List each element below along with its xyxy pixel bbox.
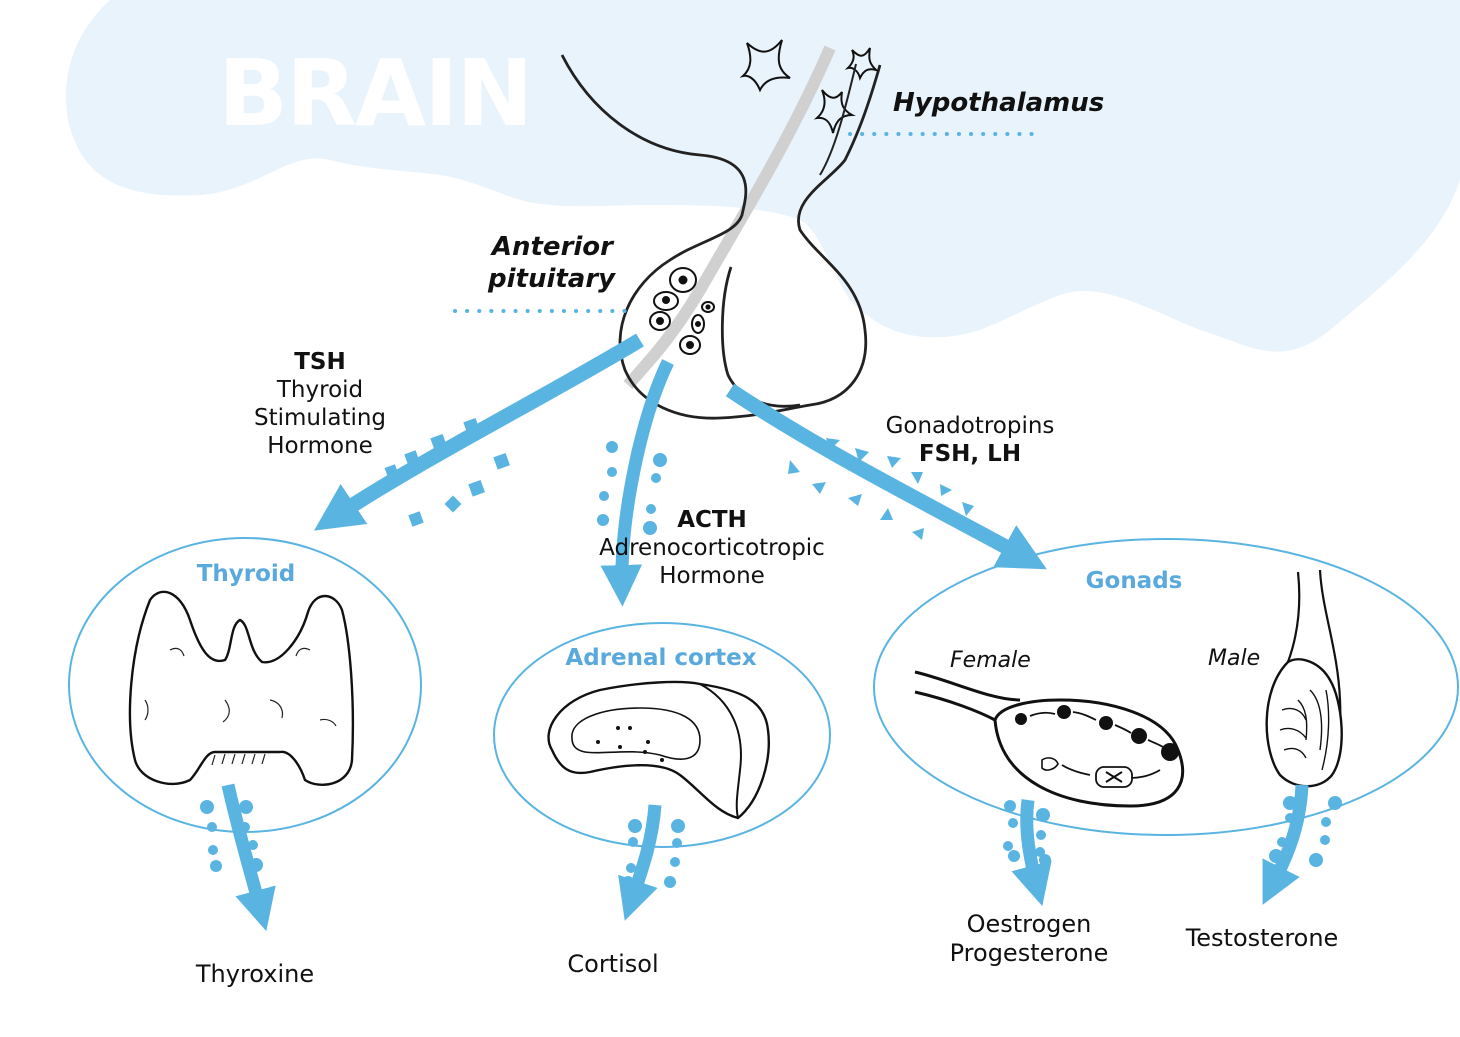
adrenal-gland-outline xyxy=(493,622,831,848)
gonads-outline xyxy=(873,538,1459,836)
cortisol-label: Cortisol xyxy=(567,950,659,978)
ovary-illustration xyxy=(993,698,1185,808)
output-particles xyxy=(200,796,1342,888)
anterior-pituitary-label-line1: Anterior xyxy=(491,232,613,262)
female-hormones-label: Oestrogen Progesterone xyxy=(950,910,1109,969)
acth-abbr: ACTH xyxy=(677,507,747,533)
testis-illustration xyxy=(1265,658,1343,788)
thyroxine-arrow xyxy=(221,783,276,932)
tsh-arrow xyxy=(314,333,644,531)
thyroid-title: Thyroid xyxy=(196,561,296,587)
progesterone-label: Progesterone xyxy=(949,939,1109,968)
tsh-line1: Thyroid xyxy=(276,377,364,404)
cortisol-arrow xyxy=(618,804,662,921)
thyroid-illustration xyxy=(128,590,355,787)
thyroid-texture xyxy=(144,647,337,766)
corpus-albicans xyxy=(1041,757,1059,771)
testosterone-arrow xyxy=(1262,784,1309,905)
ovary-cycle-arrows xyxy=(1029,711,1164,779)
corpus-luteum-mark xyxy=(1105,771,1123,783)
gonadotropins-name: Gonadotropins xyxy=(885,413,1055,439)
posterior-lobe-outline xyxy=(720,266,801,408)
hypothalamus-axon xyxy=(819,63,857,176)
thyroxine-label: Thyroxine xyxy=(195,960,315,988)
acth-arrow xyxy=(600,359,674,607)
brain-title: BRAIN xyxy=(218,40,533,147)
hypothalamus-label: Hypothalamus xyxy=(893,88,1105,118)
testosterone-label: Testosterone xyxy=(1185,924,1339,952)
gonadotropin-particles xyxy=(788,438,974,540)
tsh-label: TSH Thyroid Stimulating Hormone xyxy=(254,348,386,460)
tsh-line2: Stimulating xyxy=(253,405,387,432)
adrenal-dots xyxy=(596,726,664,762)
hypothalamus-neurons xyxy=(739,39,880,134)
ovary-duct xyxy=(914,670,1021,722)
testis-lobules xyxy=(1279,689,1330,771)
oestrogen-label: Oestrogen xyxy=(966,910,1092,938)
adrenal-medulla xyxy=(571,707,701,760)
male-label: Male xyxy=(1208,646,1261,671)
gonadotropin-arrow xyxy=(725,383,1047,570)
oestrogen-arrow xyxy=(1011,799,1052,907)
portal-stalk xyxy=(623,45,836,389)
tsh-line3: Hormone xyxy=(267,433,373,460)
acth-particles xyxy=(597,441,667,535)
ovary-follicles xyxy=(1015,705,1179,761)
pituitary-cells xyxy=(649,267,715,355)
gonads-title: Gonads xyxy=(1085,568,1183,594)
gonadotropins-label: Gonadotropins FSH, LH xyxy=(886,412,1055,468)
tsh-abbr: TSH xyxy=(294,349,346,375)
adrenal-cut-edge xyxy=(699,683,742,819)
anterior-pituitary-label: Anterior pituitary xyxy=(488,232,616,295)
female-label: Female xyxy=(950,648,1031,673)
adrenal-illustration xyxy=(547,680,770,820)
tsh-particles xyxy=(384,417,510,527)
acth-label: ACTH Adrenocorticotropic Hormone xyxy=(599,506,825,590)
anterior-pituitary-label-line2: pituitary xyxy=(488,263,616,294)
adrenal-title: Adrenal cortex xyxy=(565,645,757,671)
pituitary-outline xyxy=(560,54,882,420)
acth-line1: Adrenocorticotropic xyxy=(599,535,825,562)
acth-line2: Hormone xyxy=(659,563,765,590)
gonadotropins-abbr: FSH, LH xyxy=(918,441,1022,468)
